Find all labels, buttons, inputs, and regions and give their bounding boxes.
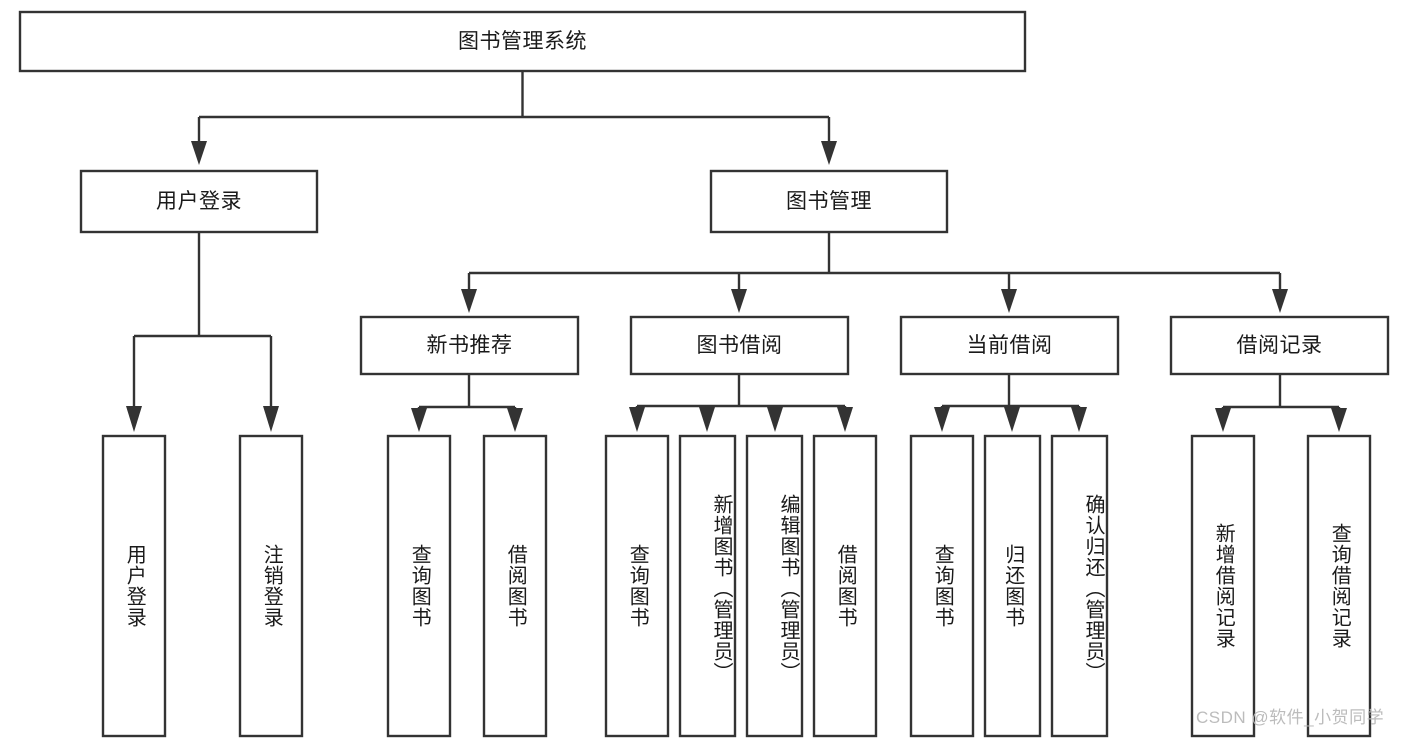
connector-group-newbook-to-leaves xyxy=(411,374,523,432)
arrowhead-borrow-records xyxy=(1272,289,1288,313)
arrowhead-leaf-user-login xyxy=(126,406,142,432)
node-box-leaf-user-login[interactable] xyxy=(101,434,167,738)
node-box-leaf-edit-book[interactable] xyxy=(745,434,804,738)
node-box-book-borrow[interactable] xyxy=(629,315,850,376)
node-box-leaf-borrow-book[interactable] xyxy=(812,434,878,738)
arrowhead-leaf-borrow-book xyxy=(837,407,853,432)
arrowhead-leaf-add-borrow-record xyxy=(1215,408,1231,432)
arrowhead-userlogin xyxy=(191,141,207,165)
arrowhead-book-borrow xyxy=(731,289,747,313)
connector-group-currentborrow-to-leaves xyxy=(934,374,1087,432)
node-box-leaf-query-borrow-record[interactable] xyxy=(1306,434,1372,738)
arrowhead-leaf-query-borrow-record xyxy=(1331,408,1347,432)
arrowhead-new-book-recommend xyxy=(461,289,477,313)
connector-group-bookmgmt-to-level3 xyxy=(461,232,1288,313)
node-box-leaf-logout[interactable] xyxy=(238,434,304,738)
connector-group-userlogin-to-leaves xyxy=(126,232,279,432)
arrowhead-leaf-logout xyxy=(263,406,279,432)
connector-group-borrowrecords-to-leaves xyxy=(1215,374,1347,432)
node-box-user-login[interactable] xyxy=(79,169,319,234)
node-box-leaf-borrow-book-recommend[interactable] xyxy=(482,434,548,738)
arrowhead-leaf-query-book-recommend xyxy=(411,408,427,432)
arrowhead-leaf-edit-book xyxy=(767,407,783,432)
node-box-root[interactable] xyxy=(18,10,1027,73)
node-box-leaf-query-book-borrow[interactable] xyxy=(604,434,670,738)
node-box-leaf-add-borrow-record[interactable] xyxy=(1190,434,1256,738)
arrowhead-current-borrow xyxy=(1001,289,1017,313)
node-box-leaf-query-book-current[interactable] xyxy=(909,434,975,738)
arrowhead-leaf-query-book-current xyxy=(934,407,950,432)
node-box-leaf-confirm-return[interactable] xyxy=(1050,434,1109,738)
node-box-leaf-add-book[interactable] xyxy=(678,434,737,738)
node-box-new-book-recommend[interactable] xyxy=(359,315,580,376)
watermark-text: CSDN @软件_小贺同学 xyxy=(1196,708,1385,727)
arrowhead-bookmgmt xyxy=(821,141,837,165)
arrowhead-leaf-query-book-borrow xyxy=(629,407,645,432)
arrowhead-leaf-confirm-return xyxy=(1071,407,1087,432)
arrowhead-leaf-add-book xyxy=(699,407,715,432)
arrowhead-leaf-borrow-book-recommend xyxy=(507,408,523,432)
connector-group-root-to-level2 xyxy=(191,71,837,165)
node-box-leaf-return-book[interactable] xyxy=(983,434,1042,738)
arrowhead-leaf-return-book xyxy=(1004,407,1020,432)
node-box-leaf-query-book-recommend[interactable] xyxy=(386,434,452,738)
node-box-book-management[interactable] xyxy=(709,169,949,234)
node-box-current-borrow[interactable] xyxy=(899,315,1120,376)
connector-group-bookborrow-to-leaves xyxy=(629,374,853,432)
node-box-borrow-records[interactable] xyxy=(1169,315,1390,376)
